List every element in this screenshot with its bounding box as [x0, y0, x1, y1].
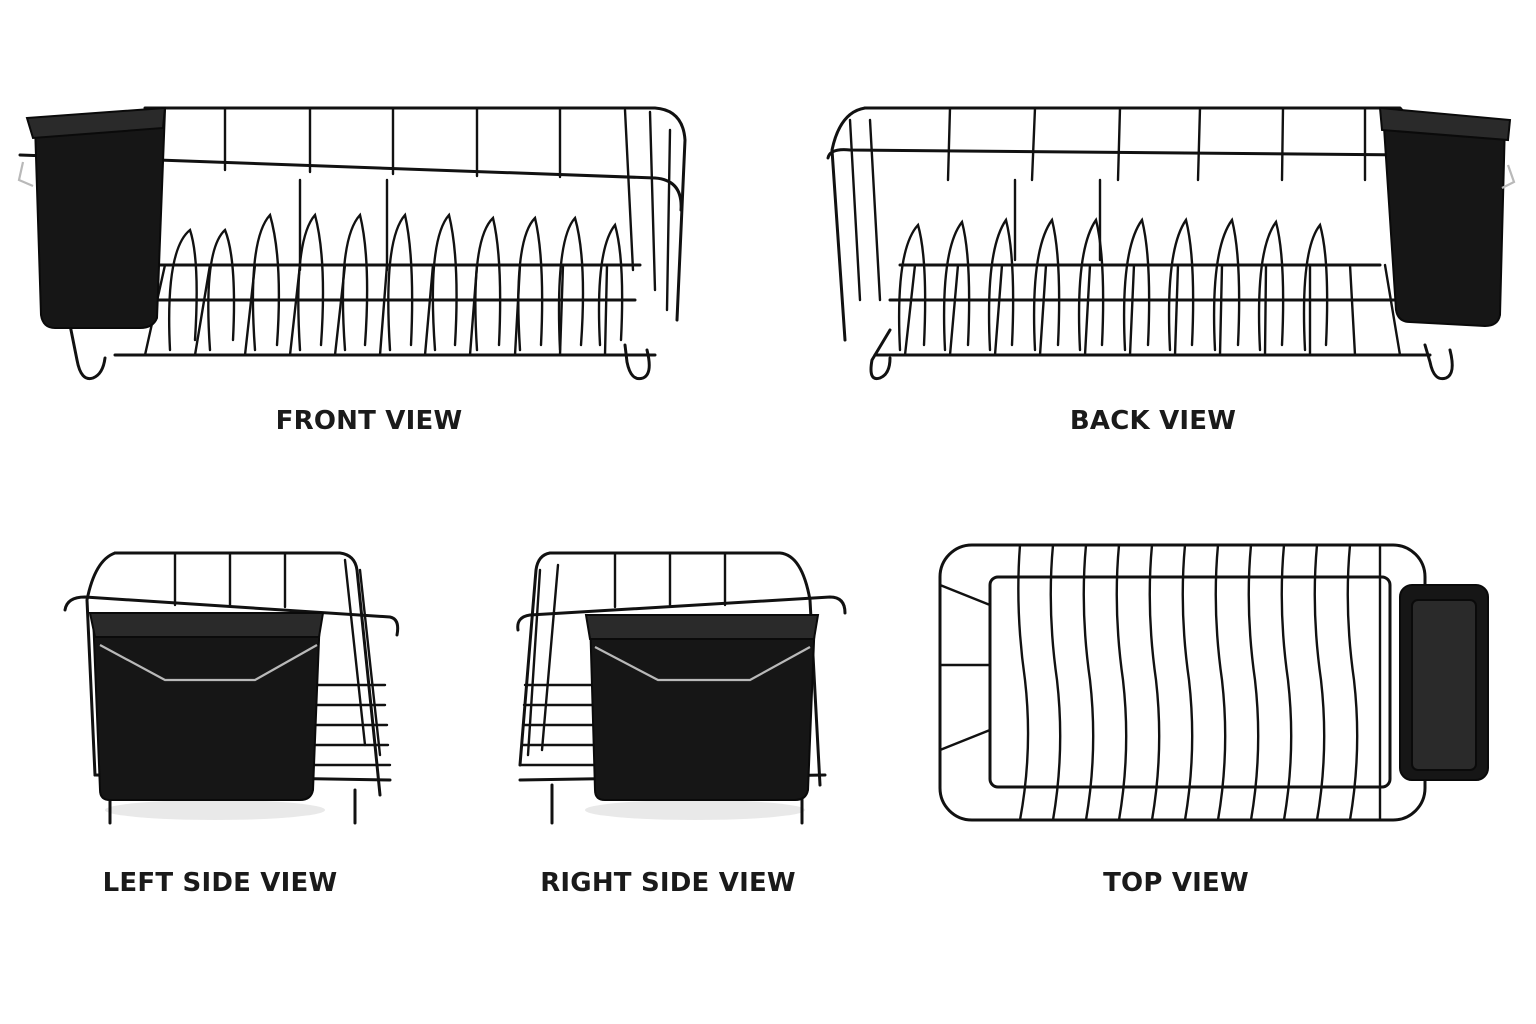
left-side-view-image [63, 551, 400, 825]
back-view-caption: BACK VIEW [1069, 406, 1237, 436]
top-view-image [938, 543, 1489, 822]
back-view-panel [820, 100, 1520, 390]
top-view-caption: TOP VIEW [1103, 868, 1249, 898]
front-view-panel [15, 100, 695, 390]
right-side-view-panel [510, 545, 855, 835]
front-view-image [17, 106, 687, 381]
right-side-view-image [516, 551, 847, 825]
back-view-image [826, 106, 1516, 381]
left-side-view-caption: LEFT SIDE VIEW [102, 868, 338, 898]
left-side-view-panel [55, 545, 410, 835]
right-side-view-caption: RIGHT SIDE VIEW [540, 868, 796, 898]
top-view-panel [935, 540, 1495, 825]
front-view-caption: FRONT VIEW [275, 406, 463, 436]
